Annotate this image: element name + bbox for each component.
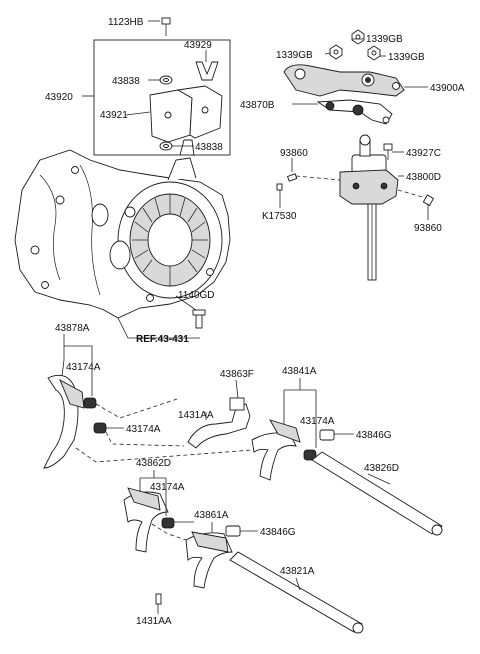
transaxle-case: [14, 139, 231, 319]
bracket-43921: [149, 85, 223, 143]
label-43927C: 43927C: [406, 148, 441, 159]
part-labels: 1123HB 43920 43929 43838 43921 43838 133…: [45, 17, 465, 627]
label-93860-left: 93860: [280, 148, 308, 159]
lever-43870B: [316, 99, 393, 125]
label-ref: REF.43-431: [136, 334, 189, 345]
fork-43841A: [251, 419, 301, 481]
bracket-group-box: [93, 39, 231, 156]
label-43826D: 43826D: [364, 463, 399, 474]
label-43900A: 43900A: [430, 83, 465, 94]
switch-93860-right: [422, 194, 435, 207]
fork-43861A: [185, 531, 233, 589]
roll-pin-1431AA: [155, 593, 162, 605]
label-1431AA-upper: 1431AA: [178, 410, 214, 421]
lever-43900A: [283, 64, 405, 97]
label-1123HB: 1123HB: [108, 17, 144, 28]
label-43878A: 43878A: [55, 323, 90, 334]
label-1339GB-top: 1339GB: [366, 34, 403, 45]
bushing-43838-upper: [159, 75, 173, 85]
label-43800D: 43800D: [406, 172, 441, 183]
bushing-43174A-2: [93, 422, 107, 434]
interlock-43846G-2: [225, 525, 241, 537]
fork-43863F: [187, 397, 251, 449]
bushing-43174A-1: [83, 397, 97, 409]
label-43838-lower: 43838: [195, 142, 223, 153]
label-43861A: 43861A: [194, 510, 229, 521]
bolt-1140GD: [192, 309, 206, 329]
label-43862D: 43862D: [136, 458, 171, 469]
fork-43878A: [43, 374, 85, 469]
clip-43929: [195, 61, 219, 81]
label-43846G-2: 43846G: [260, 527, 296, 538]
nut-1339GB-left: [329, 44, 343, 60]
label-93860-right: 93860: [414, 223, 442, 234]
label-43921: 43921: [100, 110, 128, 121]
label-43870B: 43870B: [240, 100, 275, 111]
label-43838-upper: 43838: [112, 76, 140, 87]
bolt-43927C: [383, 143, 393, 160]
label-43920: 43920: [45, 92, 73, 103]
interlock-43846G-1: [319, 429, 335, 441]
label-1339GB-right: 1339GB: [388, 52, 425, 63]
leader-lines: [61, 20, 429, 614]
nut-1339GB-top: [351, 29, 365, 45]
bushing-43838-lower: [159, 141, 173, 151]
label-43174A-2: 43174A: [126, 424, 161, 435]
label-1431AA-lower: 1431AA: [136, 616, 172, 627]
rail-43821A: [229, 551, 364, 634]
label-K17530: K17530: [262, 211, 297, 222]
bushing-43174A-4: [161, 517, 175, 529]
bolt-1123HB: [161, 17, 171, 36]
label-43821A: 43821A: [280, 566, 315, 577]
pin-K17530: [276, 183, 283, 191]
label-43841A: 43841A: [282, 366, 317, 377]
fork-43862D: [123, 487, 169, 553]
rail-43826D: [311, 451, 443, 536]
label-1339GB-left: 1339GB: [276, 50, 313, 61]
control-shaft-43800D: [339, 134, 399, 281]
label-43174A-3: 43174A: [300, 416, 335, 427]
label-43174A-4: 43174A: [150, 482, 185, 493]
label-43863F: 43863F: [220, 369, 254, 380]
label-43929: 43929: [184, 40, 212, 51]
switch-93860-left: [286, 173, 298, 182]
bushing-43174A-3: [303, 449, 317, 461]
label-43846G-1: 43846G: [356, 430, 392, 441]
nut-1339GB-right: [367, 45, 381, 61]
label-1140GD: 1140GD: [178, 290, 215, 301]
label-43174A-1: 43174A: [66, 362, 101, 373]
